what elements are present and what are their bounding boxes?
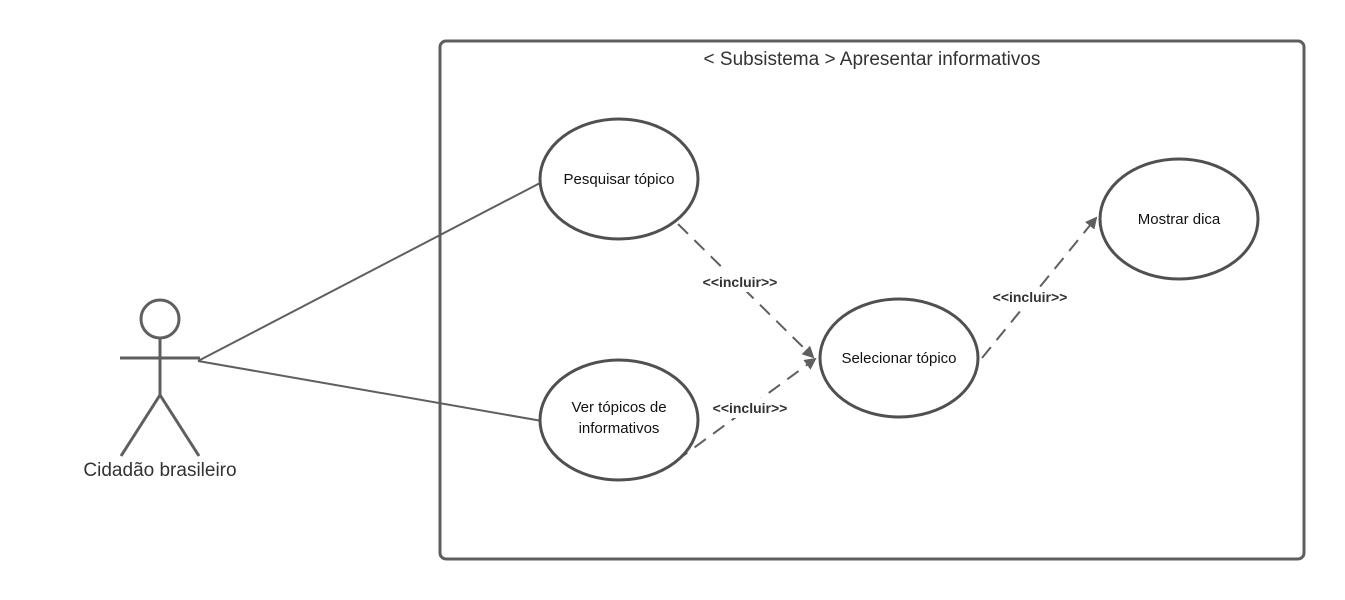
usecase-label-line2: informativos (579, 420, 660, 437)
usecase-label-line1: Ver tópicos de (571, 399, 666, 416)
usecase-label: Mostrar dica (1138, 211, 1221, 228)
actor-leg-right (158, 394, 201, 457)
usecase-mostrar-dica[interactable]: Mostrar dica (1098, 157, 1260, 281)
include-label-2: <<incluir>> (713, 400, 788, 416)
include-label-bg-2 (700, 398, 800, 418)
association-pesquisar (197, 181, 543, 362)
usecase-label: Selecionar tópico (841, 350, 956, 367)
usecase-label: Pesquisar tópico (564, 171, 675, 188)
usecase-ellipse (538, 358, 700, 482)
include-label-bg-3 (980, 287, 1080, 307)
include-label-1: <<incluir>> (703, 274, 778, 290)
include-label-bg-1 (690, 272, 790, 292)
actor-head (139, 298, 181, 340)
include-ver-selecionar (675, 357, 817, 462)
actor-leg-left (119, 394, 162, 457)
include-label-3: <<incluir>> (993, 289, 1068, 305)
system-title: < Subsistema > Apresentar informativos (704, 49, 1041, 70)
usecase-ver-topicos[interactable]: Ver tópicos de informativos (538, 358, 700, 482)
system-boundary (438, 39, 1306, 561)
include-selecionar-mostrar (981, 216, 1098, 359)
actor-label: Cidadão brasileiro (83, 460, 236, 481)
usecase-ellipse (538, 117, 700, 241)
usecase-selecionar-topico[interactable]: Selecionar tópico (818, 297, 980, 419)
actor-cidadao[interactable] (119, 298, 201, 457)
usecase-pesquisar-topico[interactable]: Pesquisar tópico (538, 117, 700, 241)
usecase-ellipse (1098, 157, 1260, 281)
usecase-ellipse (818, 297, 980, 419)
association-ver (197, 360, 543, 422)
